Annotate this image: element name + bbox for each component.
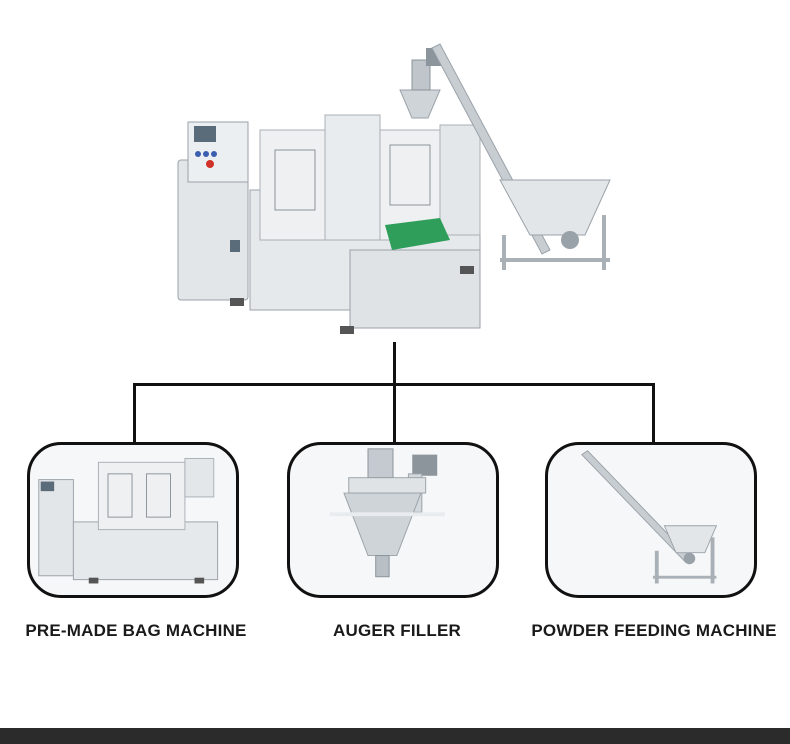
connector-left-drop bbox=[133, 383, 136, 443]
complete-packaging-line-image bbox=[177, 43, 611, 334]
bag-machine-image bbox=[38, 457, 219, 584]
auger-filler-label: AUGER FILLER bbox=[332, 621, 461, 640]
footer-bar bbox=[0, 728, 790, 744]
connector-right-drop bbox=[652, 383, 655, 443]
auger-filler-thumbnail bbox=[287, 442, 499, 598]
bag-machine-thumbnail bbox=[27, 442, 239, 598]
powder-feeder-label: POWDER FEEDING MACHINE bbox=[531, 621, 777, 640]
connector-trunk bbox=[393, 342, 396, 386]
auger-filler-image bbox=[329, 448, 445, 578]
bag-machine-label: PRE-MADE BAG MACHINE bbox=[25, 621, 247, 640]
connector-center-drop bbox=[393, 383, 396, 443]
powder-feeder-image bbox=[581, 450, 718, 584]
powder-feeder-thumbnail bbox=[545, 442, 757, 598]
